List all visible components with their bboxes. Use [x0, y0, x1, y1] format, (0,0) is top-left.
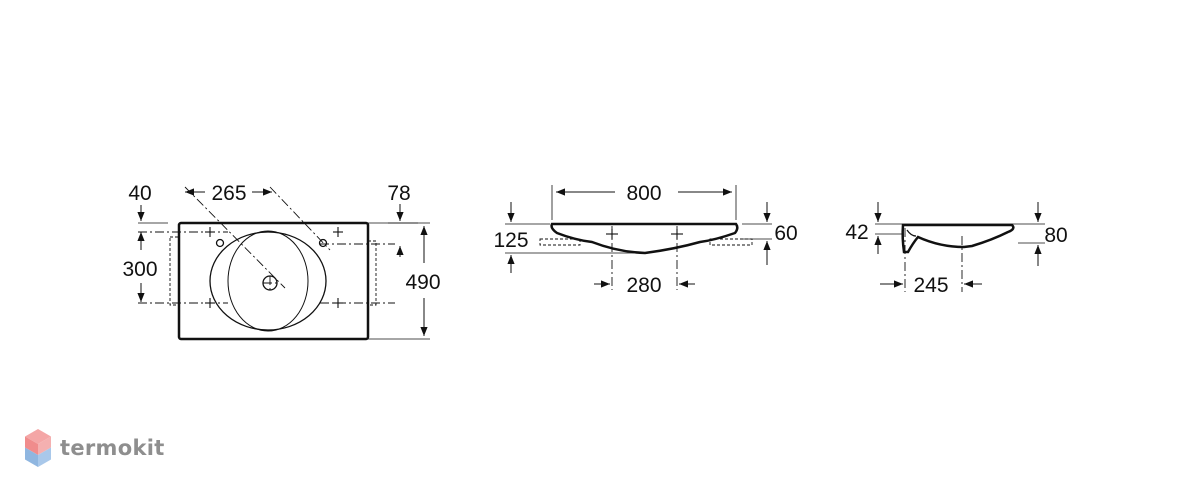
- side-view: 42 80 245: [845, 202, 1068, 297]
- tap-hole-left: [215, 238, 225, 248]
- center-lines: [138, 186, 395, 304]
- plan-view: 40 265 78 300 490: [122, 182, 441, 341]
- basin-outline: [177, 221, 370, 341]
- side-profile: [901, 223, 1015, 254]
- dim-front-bracket-spacing: 280: [626, 274, 661, 297]
- tap-hole-right: [318, 238, 328, 248]
- basin-profile: [550, 222, 739, 255]
- termokit-logo-icon: [25, 429, 51, 467]
- dim-hole-spacing: 265: [211, 182, 246, 205]
- bowl-outer: [209, 231, 327, 331]
- wall-brackets: [169, 236, 377, 306]
- dim-side-depth: 245: [913, 274, 948, 297]
- dim-rim-thickness: 60: [774, 222, 797, 245]
- dim-height: 125: [493, 229, 528, 252]
- front-view: 800 125 60 280: [493, 182, 797, 297]
- front-wall-brackets: [539, 238, 753, 246]
- watermark-text: termokit: [60, 436, 165, 460]
- dim-rim-offset: 42: [845, 221, 868, 244]
- bracket-marks: [205, 227, 343, 308]
- bowl-inner: [227, 230, 309, 332]
- dim-margin-left: 40: [128, 182, 151, 205]
- dim-width: 800: [626, 182, 661, 205]
- dim-depth: 490: [405, 271, 440, 294]
- watermark: termokit: [24, 428, 165, 468]
- dim-side-height: 80: [1044, 224, 1067, 247]
- dim-bracket-spacing: 300: [122, 258, 157, 281]
- dim-margin-right: 78: [387, 182, 410, 205]
